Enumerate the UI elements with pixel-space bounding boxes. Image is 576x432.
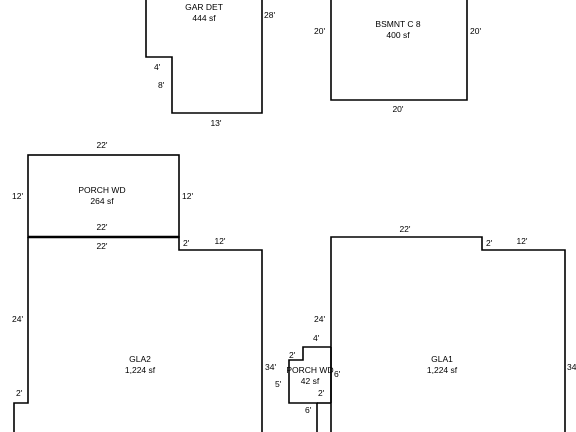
gla2-name: GLA2 [129, 354, 151, 364]
porch-top-room: PORCH WD 264 sf 22' 12' 12' 22' [12, 140, 193, 239]
porch-small-area: 42 sf [301, 376, 320, 386]
porch-top-dim-bottom: 22' [96, 222, 107, 232]
porch-small-dim-lower: 6' [305, 405, 312, 415]
gla2-area: 1,224 sf [125, 365, 156, 375]
garage-dim-bottom: 13' [210, 118, 221, 128]
gla2-dim-step: 2' [183, 238, 190, 248]
porch-small-dim-bottom: 2' [318, 388, 325, 398]
garage-name: GAR DET [185, 2, 223, 12]
gla1-dim-step: 2' [486, 238, 493, 248]
gla1-dim-step-right: 12' [516, 236, 527, 246]
gla1-room: GLA1 1,224 sf 22' 2' 12' 24' 34' [314, 224, 576, 432]
gla1-area: 1,224 sf [427, 365, 458, 375]
porch-small-dim-top: 4' [313, 333, 320, 343]
porch-top-dim-right: 12' [182, 191, 193, 201]
gla2-room: GLA2 1,224 sf 22' 2' 12' 24' 34' 2' [12, 236, 276, 432]
porch-small-dim-right: 6' [334, 369, 341, 379]
porch-top-area: 264 sf [90, 196, 114, 206]
garage-outline [145, 0, 263, 114]
basement-dim-right: 20' [470, 26, 481, 36]
gla2-dim-left: 24' [12, 314, 23, 324]
gla1-outline [330, 236, 566, 432]
basement-dim-bottom: 20' [392, 104, 403, 114]
gla1-dim-left: 24' [314, 314, 325, 324]
porch-top-dim-top: 22' [96, 140, 107, 150]
porch-small-room: PORCH WD 42 sf 4' 2' 5' 6' 2' 6' [275, 333, 341, 432]
gla2-dim-notch: 2' [16, 388, 23, 398]
basement-outline [330, 0, 468, 101]
basement-area: 400 sf [386, 30, 410, 40]
gla2-outline [28, 236, 263, 432]
garage-area: 444 sf [192, 13, 216, 23]
porch-small-name: PORCH WD [286, 365, 333, 375]
porch-top-dim-left: 12' [12, 191, 23, 201]
gla1-name: GLA1 [431, 354, 453, 364]
garage-dim-right: 28' [264, 10, 275, 20]
porch-top-name: PORCH WD [78, 185, 125, 195]
garage-detached-room: GAR DET 444 sf 28' 4' 8' 13' [145, 0, 275, 128]
gla1-dim-top: 22' [399, 224, 410, 234]
gla1-dim-right: 34' [567, 362, 576, 372]
basement-dim-left: 20' [314, 26, 325, 36]
garage-dim-step-top: 4' [154, 62, 161, 72]
garage-dim-step-left: 8' [158, 80, 165, 90]
gla2-outline-left [13, 237, 29, 432]
gla2-dim-top: 22' [96, 241, 107, 251]
gla2-dim-right: 34' [265, 362, 276, 372]
porch-small-dim-left-upper: 2' [289, 350, 296, 360]
basement-name: BSMNT C 8 [375, 19, 420, 29]
gla2-dim-step-right: 12' [214, 236, 225, 246]
basement-room: BSMNT C 8 400 sf 20' 20' 20' [314, 0, 481, 114]
porch-small-dim-left: 5' [275, 379, 282, 389]
